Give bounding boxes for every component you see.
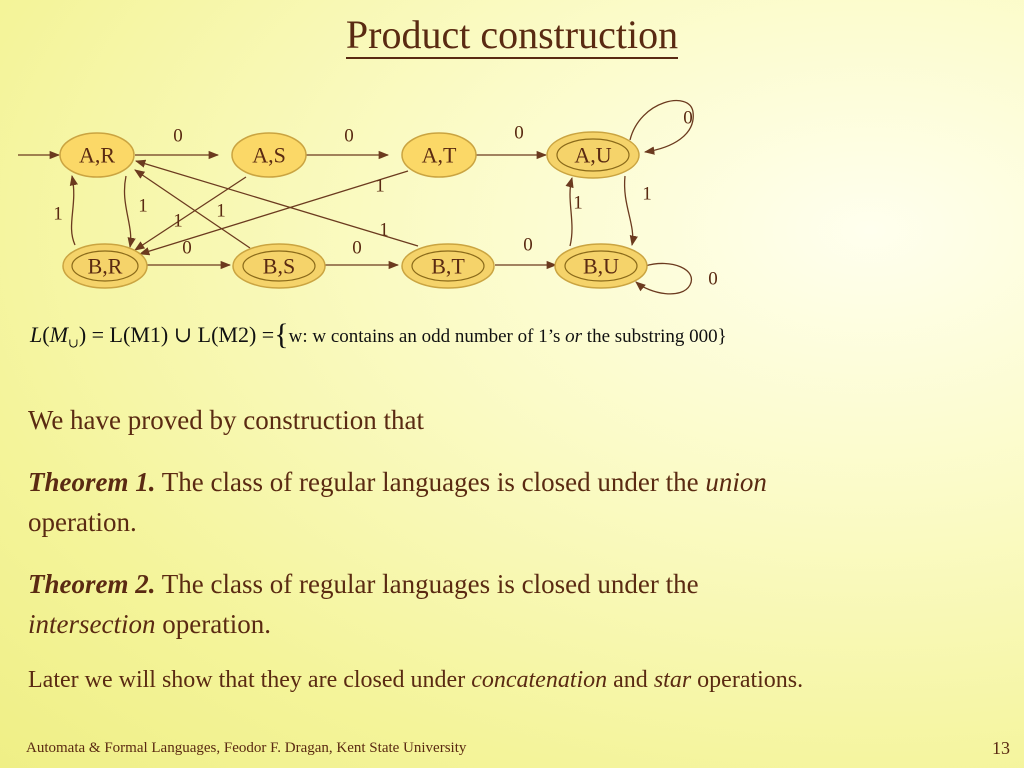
edge-ar-br — [69, 174, 78, 246]
later-emphasis-2: star — [653, 667, 692, 693]
formula-lhs-M: M — [49, 322, 68, 347]
theorem-1: Theorem 1. The class of regular language… — [28, 462, 988, 542]
state-bu-label: B,U — [583, 254, 619, 279]
slide-title-text: Product construction — [345, 12, 679, 59]
formula-brace: { — [274, 318, 289, 351]
edge-bs-ar — [134, 169, 251, 249]
label-at-au: 0 — [514, 123, 524, 144]
language-formula: L(M∪) = L(M1) ∪ L(M2) ={w: w contains an… — [30, 318, 727, 351]
intro-text: We have proved by construction that — [28, 405, 424, 435]
later-text: Later we will show that they are closed … — [28, 667, 472, 693]
state-ar: A,R — [59, 132, 135, 178]
state-bs-label: B,S — [263, 254, 295, 279]
loop-bu — [635, 262, 693, 295]
formula-lhs-L: L — [30, 322, 43, 347]
state-br: B,R — [62, 243, 148, 289]
state-at: A,T — [401, 132, 477, 178]
state-bu: B,U — [554, 243, 648, 289]
later-and: and — [607, 667, 654, 693]
edge-br-ar — [123, 175, 136, 249]
label-bt-ar: 1 — [379, 220, 389, 241]
state-as-label: A,S — [252, 143, 286, 168]
label-bs-bt: 0 — [352, 238, 362, 259]
label-br-ar: 1 — [138, 196, 148, 217]
intro-line: We have proved by construction that — [28, 400, 988, 440]
page-number: 13 — [992, 738, 1010, 758]
label-ar-br: 1 — [53, 204, 63, 225]
product-automaton-diagram: 0 0 0 0 0 0 0 0 1 1 1 1 1 1 1 1 A,R A,S … — [18, 99, 718, 295]
edge-bu-au — [565, 176, 574, 247]
label-as-br: 1 — [173, 211, 183, 232]
theorem-1-tail: operation. — [28, 507, 137, 537]
state-as: A,S — [231, 132, 307, 178]
theorem-2: Theorem 2. The class of regular language… — [28, 564, 988, 644]
label-au-loop: 0 — [683, 108, 693, 129]
label-au-bu: 1 — [642, 184, 652, 205]
theorem-1-label: Theorem 1. — [28, 467, 156, 497]
label-ar-as: 0 — [173, 126, 183, 147]
state-br-label: B,R — [88, 254, 123, 279]
state-bs: B,S — [232, 243, 326, 289]
state-au-label: A,U — [574, 143, 611, 168]
theorem-2-emphasis: intersection — [28, 609, 156, 639]
label-bu-au: 1 — [573, 193, 583, 214]
label-br-bs: 0 — [182, 238, 192, 259]
formula-lhs-sub: ∪ — [67, 335, 79, 351]
edge-bt-ar — [135, 159, 419, 247]
theorem-2-tail: operation. — [155, 609, 271, 639]
state-au: A,U — [546, 131, 640, 179]
later-note: Later we will show that they are closed … — [28, 660, 988, 700]
formula-set-text-1: w: w contains an odd number of 1’s — [288, 326, 566, 347]
theorem-1-text: The class of regular languages is closed… — [155, 467, 706, 497]
label-bs-ar: 1 — [216, 201, 226, 222]
label-at-br: 1 — [375, 176, 385, 197]
formula-set-text-2: the substring 000} — [582, 326, 727, 347]
loop-au — [629, 99, 694, 155]
state-bt-label: B,T — [431, 254, 465, 279]
formula-rhs: = L(M1) ∪ L(M2) — [91, 322, 257, 347]
later-tail: operations. — [691, 667, 804, 693]
footer-text: Automata & Formal Languages, Feodor F. D… — [26, 740, 467, 756]
theorem-2-text: The class of regular languages is closed… — [155, 569, 699, 599]
edge-at-br — [139, 170, 409, 256]
state-at-label: A,T — [422, 143, 457, 168]
theorem-2-label: Theorem 2. — [28, 569, 156, 599]
state-ar-label: A,R — [79, 143, 115, 168]
state-bt: B,T — [401, 243, 495, 289]
label-bu-loop: 0 — [708, 269, 718, 290]
formula-set-or: or — [565, 326, 583, 347]
label-as-at: 0 — [344, 126, 354, 147]
edge-au-bu — [623, 175, 638, 247]
later-emphasis-1: concatenation — [471, 667, 608, 693]
label-bt-bu: 0 — [523, 235, 533, 256]
formula-eq: = — [261, 322, 275, 347]
theorem-1-emphasis: union — [705, 467, 767, 497]
slide-title: Product construction — [0, 8, 1024, 62]
